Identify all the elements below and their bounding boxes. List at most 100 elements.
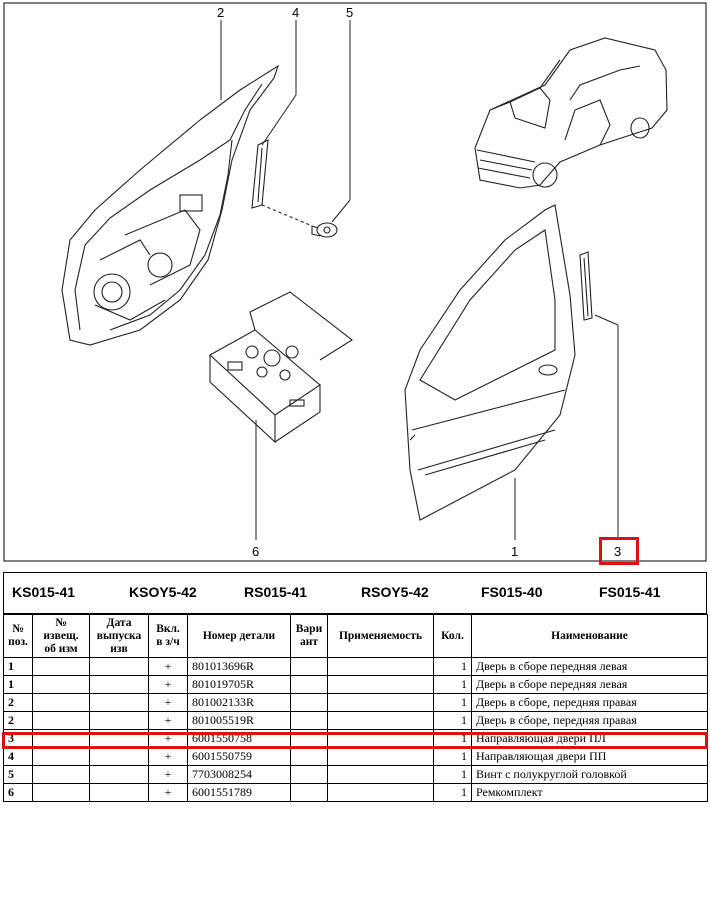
applicability-cell bbox=[327, 747, 434, 766]
incl-cell: + bbox=[148, 747, 188, 766]
model-code: KS015-41 bbox=[12, 584, 76, 600]
header-applicability: Применяемость bbox=[327, 614, 434, 658]
parts-diagram: 2 4 5 6 1 3 bbox=[3, 2, 707, 562]
header-notice: № извещ. об изм bbox=[32, 614, 90, 658]
header-pos: № поз. bbox=[3, 614, 33, 658]
leader-lines bbox=[220, 20, 619, 540]
incl-cell: + bbox=[148, 711, 188, 730]
model-code: FS015-41 bbox=[599, 584, 661, 600]
incl-cell: + bbox=[148, 783, 188, 802]
qty-cell: 1 bbox=[433, 675, 472, 694]
left-door-drawing bbox=[61, 64, 280, 346]
callout-3: 3 bbox=[614, 544, 621, 559]
part-number-cell: 6001550759 bbox=[187, 747, 291, 766]
applicability-cell bbox=[327, 693, 434, 712]
pos-cell: 1 bbox=[3, 657, 33, 676]
date-cell bbox=[89, 747, 149, 766]
header-part-number: Номер детали bbox=[187, 614, 291, 658]
part-number-cell: 6001551789 bbox=[187, 783, 291, 802]
model-codes-bar: KS015-41 KSOY5-42 RS015-41 RSOY5-42 FS01… bbox=[3, 572, 707, 614]
notice-cell bbox=[32, 657, 90, 676]
highlight-callout-3 bbox=[599, 537, 639, 565]
header-variant: Вари ант bbox=[290, 614, 328, 658]
highlight-row-3 bbox=[2, 732, 708, 749]
repair-kit-drawing bbox=[209, 291, 353, 444]
model-code: FS015-40 bbox=[481, 584, 543, 600]
header-date: Дата выпуска изв bbox=[89, 614, 149, 658]
variant-cell bbox=[290, 675, 328, 694]
part-number-cell: 801019705R bbox=[187, 675, 291, 694]
variant-cell bbox=[290, 657, 328, 676]
incl-cell: + bbox=[148, 765, 188, 784]
part-number-cell: 801013696R bbox=[187, 657, 291, 676]
variant-cell bbox=[290, 783, 328, 802]
pos-cell: 2 bbox=[3, 711, 33, 730]
qty-cell: 1 bbox=[433, 765, 472, 784]
right-door-drawing bbox=[404, 204, 576, 521]
car-drawing bbox=[474, 37, 668, 189]
part-number-cell: 801002133R bbox=[187, 693, 291, 712]
pos-cell: 4 bbox=[3, 747, 33, 766]
incl-cell: + bbox=[148, 657, 188, 676]
name-cell: Ремкомплект bbox=[471, 783, 708, 802]
variant-cell bbox=[290, 711, 328, 730]
callout-6: 6 bbox=[252, 544, 259, 559]
qty-cell: 1 bbox=[433, 657, 472, 676]
qty-cell: 1 bbox=[433, 783, 472, 802]
date-cell bbox=[89, 675, 149, 694]
part-number-cell: 7703008254 bbox=[187, 765, 291, 784]
callout-1: 1 bbox=[511, 544, 518, 559]
header-incl: Вкл. в з/ч bbox=[148, 614, 188, 658]
notice-cell bbox=[32, 675, 90, 694]
model-code: KSOY5-42 bbox=[129, 584, 197, 600]
diagram-frame bbox=[3, 2, 707, 562]
header-qty: Кол. bbox=[433, 614, 472, 658]
name-cell: Дверь в сборе передняя левая bbox=[471, 657, 708, 676]
pos-cell: 6 bbox=[3, 783, 33, 802]
applicability-cell bbox=[327, 711, 434, 730]
screw-drawing bbox=[311, 222, 338, 238]
part-number-cell: 801005519R bbox=[187, 711, 291, 730]
date-cell bbox=[89, 693, 149, 712]
name-cell: Дверь в сборе передняя левая bbox=[471, 675, 708, 694]
callout-5: 5 bbox=[346, 5, 353, 20]
date-cell bbox=[89, 765, 149, 784]
notice-cell bbox=[32, 747, 90, 766]
notice-cell bbox=[32, 765, 90, 784]
model-code: RSOY5-42 bbox=[361, 584, 429, 600]
pos-cell: 5 bbox=[3, 765, 33, 784]
pos-cell: 2 bbox=[3, 693, 33, 712]
applicability-cell bbox=[327, 783, 434, 802]
qty-cell: 1 bbox=[433, 711, 472, 730]
date-cell bbox=[89, 657, 149, 676]
incl-cell: + bbox=[148, 675, 188, 694]
variant-cell bbox=[290, 765, 328, 784]
header-name: Наименование bbox=[471, 614, 708, 658]
applicability-cell bbox=[327, 657, 434, 676]
notice-cell bbox=[32, 711, 90, 730]
applicability-cell bbox=[327, 765, 434, 784]
name-cell: Дверь в сборе, передняя правая bbox=[471, 693, 708, 712]
variant-cell bbox=[290, 693, 328, 712]
callout-4: 4 bbox=[292, 5, 299, 20]
name-cell: Дверь в сборе, передняя правая bbox=[471, 711, 708, 730]
applicability-cell bbox=[327, 675, 434, 694]
date-cell bbox=[89, 783, 149, 802]
name-cell: Винт с полукруглой головкой bbox=[471, 765, 708, 784]
date-cell bbox=[89, 711, 149, 730]
guide-rail-right-drawing bbox=[579, 251, 593, 321]
pos-cell: 1 bbox=[3, 675, 33, 694]
table-header-row: № поз. № извещ. об изм Дата выпуска изв … bbox=[3, 614, 708, 658]
qty-cell: 1 bbox=[433, 693, 472, 712]
qty-cell: 1 bbox=[433, 747, 472, 766]
parts-table: № поз. № извещ. об изм Дата выпуска изв … bbox=[3, 614, 708, 802]
name-cell: Направляющая двери ПП bbox=[471, 747, 708, 766]
incl-cell: + bbox=[148, 693, 188, 712]
